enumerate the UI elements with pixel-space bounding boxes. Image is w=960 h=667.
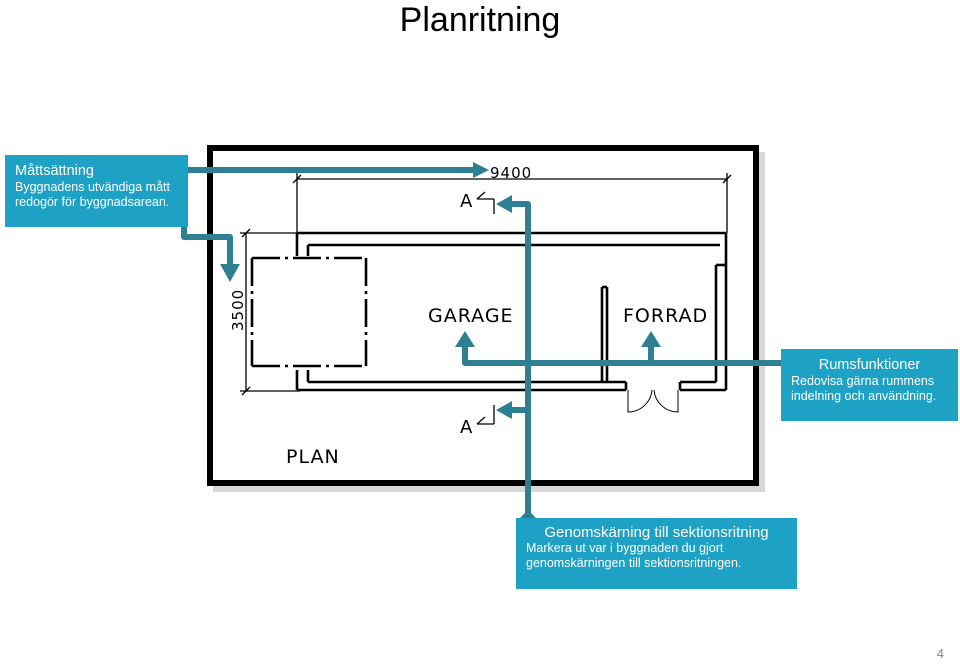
- dimension-length: [292, 173, 732, 233]
- dimension-width-label: 3500: [229, 289, 247, 331]
- section-arrow-bottom: [476, 405, 495, 425]
- garage-door-dashed: [250, 256, 368, 368]
- room-label-garage: GARAGE: [428, 305, 514, 327]
- storage-door: [627, 389, 679, 413]
- callout-rumsfunktioner-line-2: indelning och användning.: [791, 389, 937, 403]
- page-number: 4: [936, 646, 944, 661]
- plan-label: PLAN: [286, 446, 340, 468]
- callout-rumsfunktioner-heading: Rumsfunktioner: [818, 357, 921, 373]
- callout-mattsattning: Måttsättning Byggnadens utvändiga mått r…: [5, 155, 188, 227]
- callout-genomskarning-line-1: Markera ut var i byggnaden du gjort: [526, 541, 724, 555]
- section-arrow-top: [476, 191, 495, 214]
- section-mark-bottom: A: [460, 417, 473, 438]
- room-label-forrad: FORRAD: [623, 305, 708, 327]
- callout-genomskarning-line-2: genomskärningen till sektionsritningen.: [526, 556, 742, 570]
- dimension-length-label: 9400: [490, 164, 532, 182]
- dimension-width: [240, 228, 300, 396]
- callout-connectors: [181, 167, 793, 518]
- callout-mattsattning-line-1: Byggnadens utvändiga mått: [15, 180, 170, 194]
- callout-rumsfunktioner: Rumsfunktioner Redovisa gärna rummens in…: [781, 349, 958, 421]
- callout-genomskarning: Genomskärning till sektionsritning Marke…: [516, 518, 797, 589]
- section-mark-top: A: [460, 191, 473, 212]
- callout-mattsattning-line-2: redogör för byggnadsarean.: [15, 195, 170, 209]
- callout-genomskarning-heading: Genomskärning till sektionsritning: [544, 524, 769, 541]
- drawing-frame: [207, 145, 759, 486]
- callout-mattsattning-heading: Måttsättning: [15, 163, 94, 179]
- callout-rumsfunktioner-line-1: Redovisa gärna rummens: [791, 374, 935, 388]
- page-title: Planritning: [399, 1, 561, 39]
